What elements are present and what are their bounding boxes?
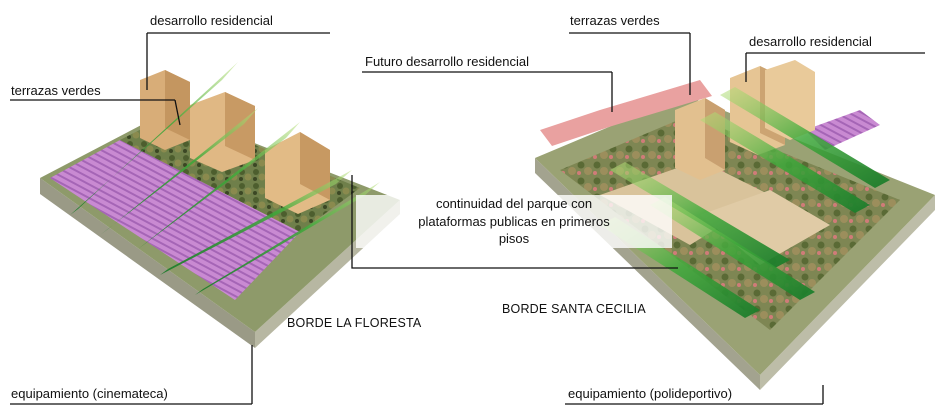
park-line-2: plataformas publicas en primeros (418, 213, 610, 229)
park-line-3: pisos (498, 231, 530, 247)
left-block-model (40, 62, 400, 348)
caption-borde-right: BORDE SANTA CECILIA (502, 302, 646, 316)
right-green-arrows (600, 87, 890, 318)
right-block-model (535, 60, 935, 390)
label-right-equipment: equipamiento (polideportivo) (567, 386, 734, 402)
left-green-arrows (70, 62, 380, 295)
label-left-residential: desarrollo residencial (149, 13, 274, 29)
park-line-1: continuidad del parque con (435, 196, 593, 211)
leader-lines (10, 32, 925, 405)
label-right-terraces: terrazas verdes (569, 13, 661, 29)
label-left-equipment: equipamiento (cinemateca) (10, 386, 169, 402)
label-right-residential: desarrollo residencial (748, 34, 873, 50)
label-right-future: Futuro desarrollo residencial (364, 54, 531, 70)
label-left-terraces: terrazas verdes (10, 83, 102, 99)
sports-center-roof (805, 110, 880, 150)
label-park-continuity: continuidad del parque con plataformas p… (356, 195, 672, 248)
future-residential-row (540, 80, 712, 146)
caption-borde-left: BORDE LA FLORESTA (287, 316, 422, 330)
